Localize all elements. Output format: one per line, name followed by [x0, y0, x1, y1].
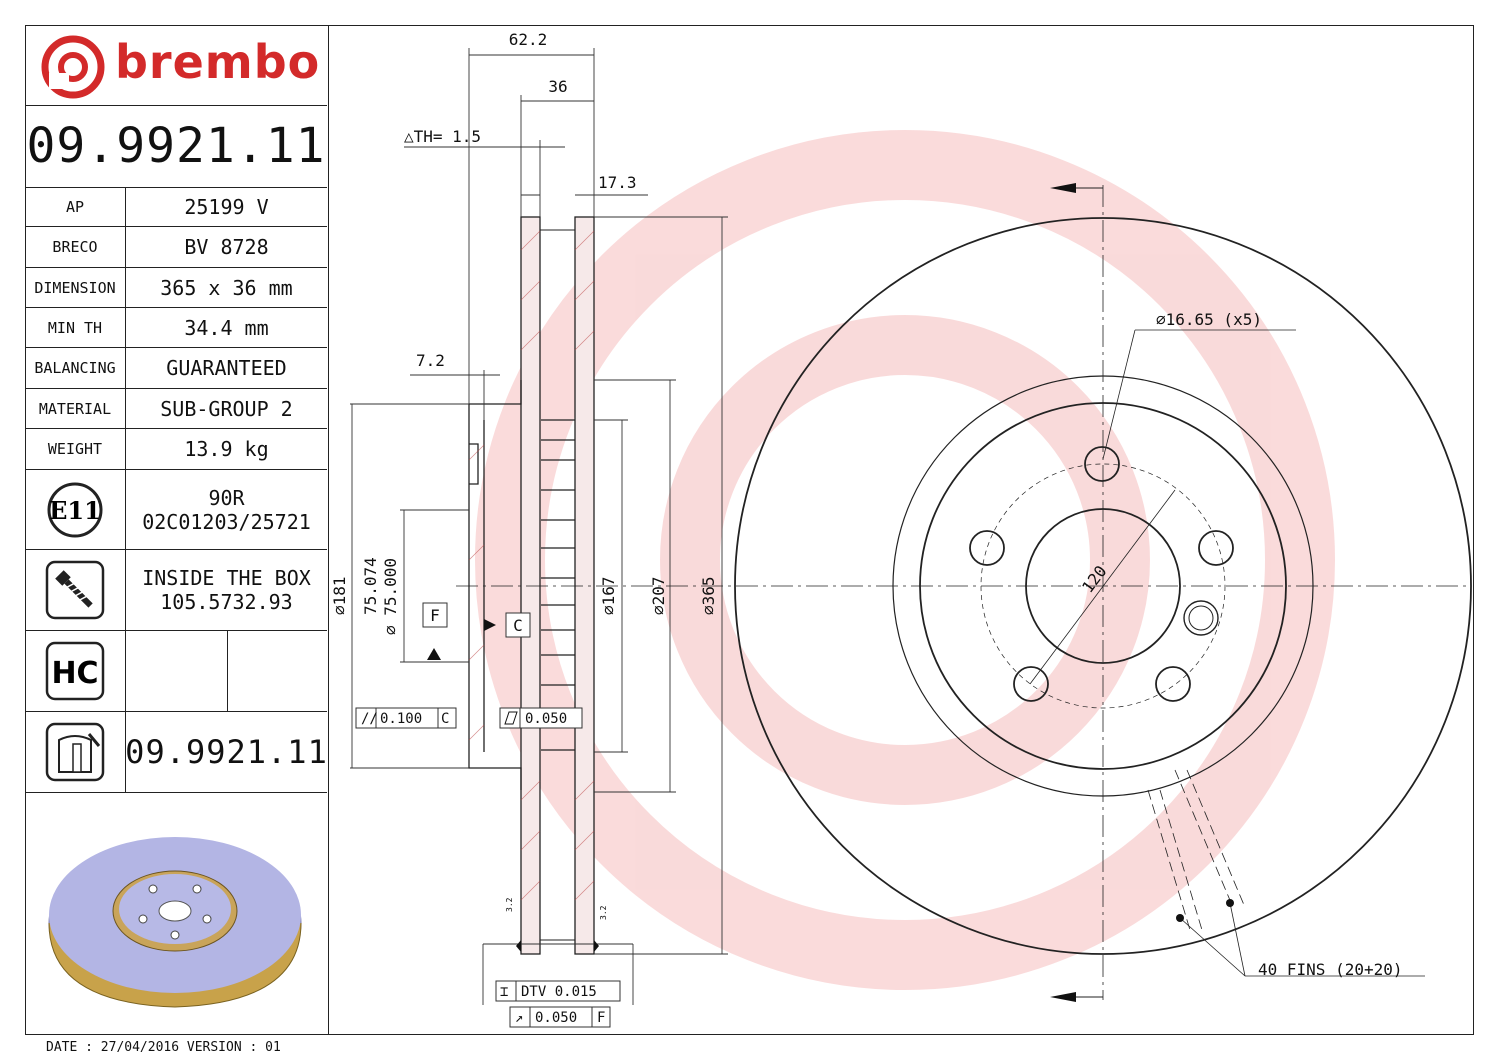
spec-label: MIN TH: [25, 308, 126, 347]
roughness-right: 3.2: [599, 905, 608, 920]
spec-label: BRECO: [25, 227, 126, 267]
datum-f-triangle: [427, 648, 441, 660]
tolerance-runout-frame: [509, 1006, 611, 1028]
surface-mark-left: [516, 940, 521, 952]
spec-value: SUB-GROUP 2: [160, 396, 293, 421]
dimension-lines: [350, 48, 728, 1005]
datum-c-box: [505, 612, 531, 638]
tol-flat: 0.050: [525, 711, 567, 727]
parallel-symbol: //: [361, 711, 378, 727]
disc-cell: [25, 712, 126, 792]
surface-mark-right: [594, 940, 599, 952]
drawing-frame: [25, 25, 1474, 1035]
tolerance-dtv-frame: [495, 980, 621, 1002]
dim-overall-width: 62.2: [509, 30, 548, 49]
spec-label: DIMENSION: [25, 268, 126, 307]
approval-line2: 02C01203/25721: [142, 509, 311, 534]
spec-value: 25199 V: [184, 194, 269, 219]
tol-runout-ref: F: [597, 1010, 605, 1026]
cross-section: [468, 216, 595, 955]
tolerance-flatness-frame: [499, 707, 583, 729]
spec-row-ap: AP 25199 V: [25, 187, 327, 227]
screw-icon: [45, 560, 105, 620]
dim-bolt-holes: ⌀16.65 (x5): [1156, 310, 1262, 329]
part-number: 09.9921.11: [25, 105, 327, 188]
datum-c: C: [513, 616, 523, 635]
flatness-icon: [504, 711, 518, 725]
footer-part-number: 09.9921.11: [125, 733, 328, 771]
spec-label: BALANCING: [25, 348, 126, 388]
spec-value: GUARANTEED: [166, 356, 287, 380]
spec-row-min-th: MIN TH 34.4 mm: [25, 308, 327, 348]
inside-box-text: INSIDE THE BOX 105.5732.93: [126, 550, 327, 630]
spec-row-material: MATERIAL SUB-GROUP 2: [25, 389, 327, 429]
spec-row-breco: BRECO BV 8728: [25, 227, 327, 268]
spec-row-weight: WEIGHT 13.9 kg: [25, 429, 327, 470]
dim-hat-offset: 7.2: [416, 351, 445, 370]
dim-thickness: 36: [548, 77, 567, 96]
rotation-arrow-top: [1050, 183, 1076, 193]
rotation-arrow-bottom: [1050, 992, 1076, 1002]
hc-row: HC: [25, 631, 327, 712]
approval-text: 90R 02C01203/25721: [126, 470, 327, 549]
spec-label: WEIGHT: [25, 429, 126, 469]
dim-d75-000: ⌀ 75.000: [381, 558, 400, 635]
spec-value: 365 x 36 mm: [160, 275, 293, 300]
hc-mark: HC: [51, 656, 98, 691]
spec-value: BV 8728: [184, 235, 269, 259]
spec-value: 34.4 mm: [184, 315, 269, 340]
front-view: [456, 185, 1472, 1000]
datum-c-triangle: [484, 619, 496, 631]
spec-row-dimension: DIMENSION 365 x 36 mm: [25, 268, 327, 308]
datum-f: F: [430, 606, 440, 625]
dim-d181: ⌀181: [330, 576, 349, 615]
inside-box-line1: INSIDE THE BOX: [142, 566, 311, 590]
inside-box-row: INSIDE THE BOX 105.5732.93: [25, 550, 327, 631]
footer-pn-row: 09.9921.11: [25, 712, 327, 793]
dim-d75-074: 75.074: [361, 557, 380, 615]
brembo-logo-icon: [41, 35, 105, 99]
fin-marker: [1176, 914, 1184, 922]
tol-parallel-ref: C: [441, 711, 449, 727]
inside-box-line2: 105.5732.93: [160, 590, 293, 614]
tol-dtv: DTV 0.015: [521, 984, 597, 1000]
dim-d207: ⌀207: [649, 576, 668, 615]
spec-value: 13.9 kg: [184, 437, 269, 461]
approval-mark: E11: [49, 496, 101, 525]
brembo-watermark: [475, 130, 1335, 990]
info-panel: brembo 09.9921.11 AP 25199 V BRECO BV 87…: [25, 25, 329, 1035]
hc-icon: HC: [45, 641, 105, 701]
approval-line1: 90R: [208, 485, 245, 510]
dim-d167: ⌀167: [599, 576, 618, 615]
runout-icon: ↗: [515, 1010, 523, 1026]
tolerance-parallel-frame: [355, 707, 457, 729]
dim-d365: ⌀365: [699, 576, 718, 615]
dim-disc-face: 17.3: [598, 173, 637, 192]
roughness-left: 3.2: [505, 897, 514, 912]
brand-name: brembo: [115, 35, 321, 89]
tol-runout: 0.050: [535, 1010, 577, 1026]
approval-row: E11 90R 02C01203/25721: [25, 470, 327, 550]
approval-mark-cell: E11: [25, 470, 126, 549]
fin-marker: [1226, 899, 1234, 907]
spec-label: AP: [25, 187, 126, 226]
dim-th-delta: △TH= 1.5: [404, 127, 481, 146]
date-version: DATE : 27/04/2016 VERSION : 01: [46, 1040, 281, 1055]
screw-cell: [25, 550, 126, 630]
dim-fins: 40 FINS (20+20): [1258, 960, 1403, 979]
spec-label: MATERIAL: [25, 389, 126, 428]
hc-cell: HC: [25, 631, 126, 711]
spec-row-balancing: BALANCING GUARANTEED: [25, 348, 327, 389]
tol-parallel: 0.100: [380, 711, 422, 727]
dtv-icon: ⌶: [500, 984, 508, 1000]
e11-approval-icon: E11: [47, 482, 103, 537]
datum-f-box: [422, 602, 448, 628]
disc-check-icon: [45, 722, 105, 782]
brand-logo: brembo: [25, 25, 327, 106]
disc-illustration: [48, 837, 302, 1008]
